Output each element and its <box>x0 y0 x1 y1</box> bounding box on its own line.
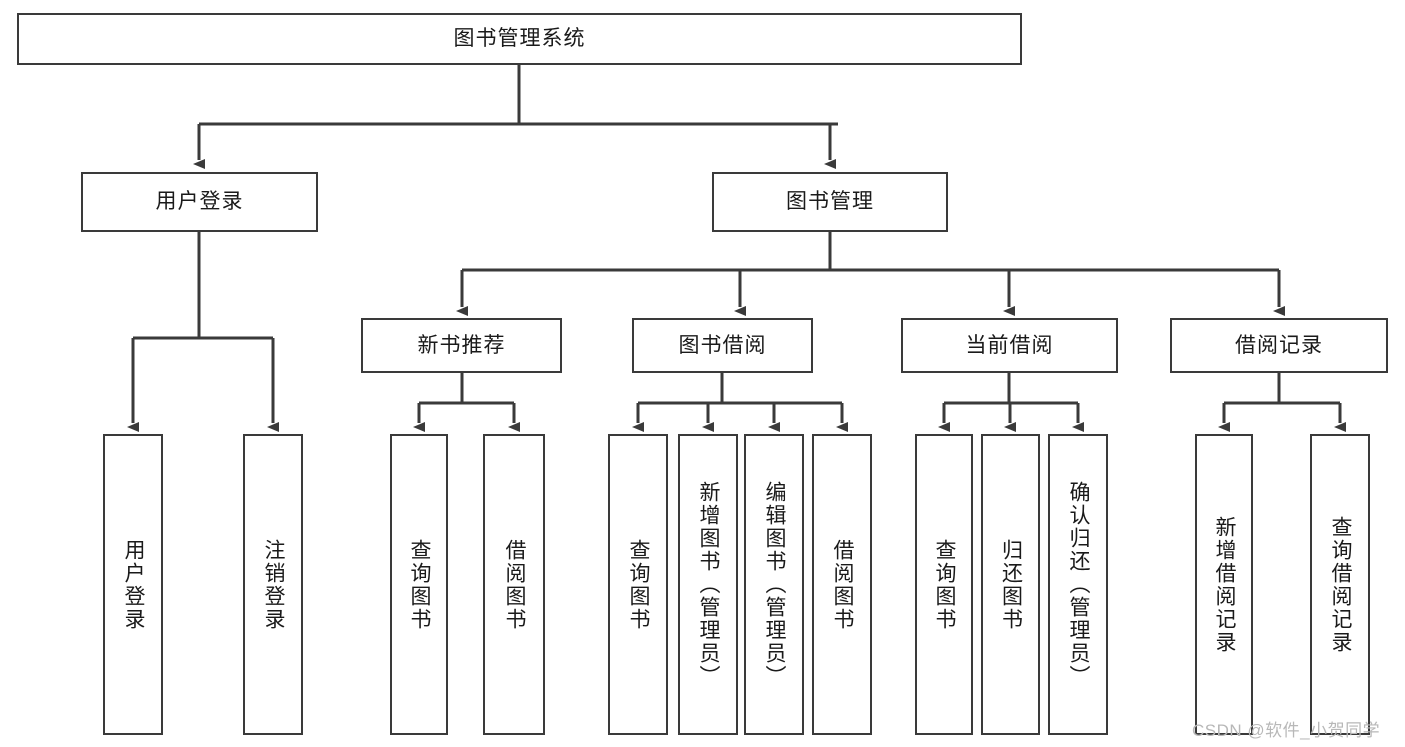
csdn-watermark: CSDN @软件_小贺同学 <box>1192 721 1381 740</box>
node-leaf-query-book-1-label: 查询图书 <box>408 538 432 631</box>
node-new-book-recommend[interactable]: 新书推荐 <box>361 318 562 373</box>
node-leaf-user-login[interactable]: 用户登录 <box>103 434 163 735</box>
node-leaf-edit-book-label: 编辑图书（管理员） <box>763 481 787 688</box>
node-leaf-borrow-book-2[interactable]: 借阅图书 <box>812 434 872 735</box>
node-leaf-query-book-3[interactable]: 查询图书 <box>915 434 973 735</box>
node-root[interactable]: 图书管理系统 <box>17 13 1022 65</box>
node-leaf-add-book-label: 新增图书（管理员） <box>697 481 721 688</box>
node-current-borrow-label: 当前借阅 <box>965 333 1054 357</box>
node-leaf-query-book-2[interactable]: 查询图书 <box>608 434 668 735</box>
edges-booklogin-to-leaves <box>127 232 279 432</box>
node-leaf-borrow-book-1[interactable]: 借阅图书 <box>483 434 545 735</box>
edges-currentborrow-to-leaves <box>938 373 1084 432</box>
edges-newbook-to-leaves <box>413 373 520 432</box>
node-leaf-add-book[interactable]: 新增图书（管理员） <box>678 434 738 735</box>
node-book-manage[interactable]: 图书管理 <box>712 172 948 232</box>
node-book-borrow[interactable]: 图书借阅 <box>632 318 813 373</box>
node-leaf-add-record[interactable]: 新增借阅记录 <box>1195 434 1253 735</box>
edges-borrowrecord-to-leaves <box>1218 373 1346 432</box>
node-book-borrow-label: 图书借阅 <box>678 333 767 357</box>
node-leaf-borrow-book-2-label: 借阅图书 <box>831 538 855 631</box>
node-borrow-record-label: 借阅记录 <box>1235 333 1323 357</box>
node-leaf-return-book[interactable]: 归还图书 <box>981 434 1040 735</box>
node-leaf-confirm-return[interactable]: 确认归还（管理员） <box>1048 434 1108 735</box>
node-leaf-query-book-1[interactable]: 查询图书 <box>390 434 448 735</box>
node-new-book-recommend-label: 新书推荐 <box>417 333 506 357</box>
node-user-login[interactable]: 用户登录 <box>81 172 318 232</box>
edges-bookmanage-to-level3 <box>456 232 1285 316</box>
node-leaf-borrow-book-1-label: 借阅图书 <box>503 538 527 631</box>
node-leaf-confirm-return-label: 确认归还（管理员） <box>1067 481 1091 688</box>
node-leaf-return-book-label: 归还图书 <box>999 538 1023 631</box>
node-leaf-user-login-label: 用户登录 <box>122 538 146 631</box>
node-leaf-query-record[interactable]: 查询借阅记录 <box>1310 434 1370 735</box>
node-book-manage-label: 图书管理 <box>786 190 874 214</box>
edges-bookborrow-to-leaves <box>632 373 848 432</box>
node-leaf-query-record-label: 查询借阅记录 <box>1329 515 1353 654</box>
node-user-login-label: 用户登录 <box>155 190 244 214</box>
node-leaf-user-logout[interactable]: 注销登录 <box>243 434 303 735</box>
node-leaf-edit-book[interactable]: 编辑图书（管理员） <box>744 434 804 735</box>
node-leaf-add-record-label: 新增借阅记录 <box>1213 515 1237 654</box>
node-leaf-query-book-2-label: 查询图书 <box>627 538 651 631</box>
node-leaf-user-logout-label: 注销登录 <box>262 538 286 631</box>
node-current-borrow[interactable]: 当前借阅 <box>901 318 1118 373</box>
node-borrow-record[interactable]: 借阅记录 <box>1170 318 1388 373</box>
node-leaf-query-book-3-label: 查询图书 <box>933 538 957 631</box>
edges-root-to-level2 <box>193 65 838 169</box>
node-root-label: 图书管理系统 <box>453 27 586 51</box>
